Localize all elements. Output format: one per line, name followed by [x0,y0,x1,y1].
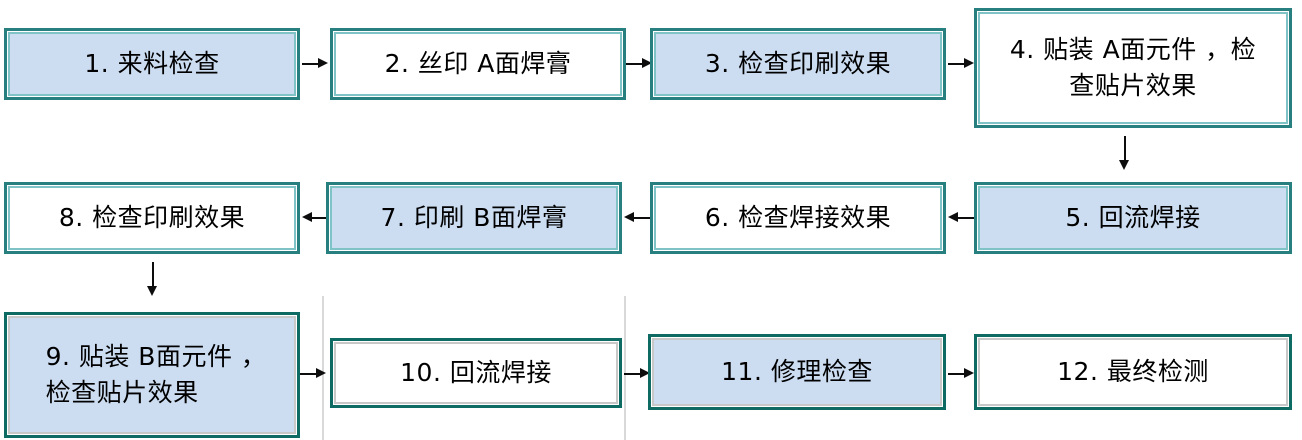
node-frame [4,182,300,254]
node-fill [332,188,616,248]
process-node-9-label: 9. 贴装 B面元件 ， 检查贴片效果 [45,341,267,407]
arrow-head [642,58,652,68]
arrow-head [624,212,634,222]
node-frame [330,28,626,100]
edge-arrow-5-to-6 [948,212,974,223]
arrow-head [964,58,974,68]
edge-arrow-1-to-2 [302,58,328,69]
node-frame [648,334,946,410]
node-frame [326,182,622,254]
arrow-head [948,212,958,222]
node-frame [650,28,946,100]
node-fill [656,188,940,248]
process-node-2-label: 2. 丝印 A面焊膏 [384,48,572,78]
arrow-shaft [302,63,322,65]
process-node-11[interactable]: 11. 修理检查 [648,334,946,410]
process-node-5[interactable]: 5. 回流焊接 [974,182,1292,254]
process-node-8-label: 8. 检查印刷效果 [58,202,246,232]
node-frame [4,312,300,438]
arrow-shaft [300,373,320,375]
process-node-2[interactable]: 2. 丝印 A面焊膏 [330,28,626,100]
process-node-1[interactable]: 1. 来料检查 [4,28,300,100]
arrow-shaft [626,63,646,65]
node-fill [654,340,940,404]
process-node-4-label: 4. 贴装 A面元件 ，检 查贴片效果 [1009,34,1257,100]
node-frame [4,28,300,100]
edge-arrow-6-to-7 [624,212,650,223]
node-fill [336,34,620,94]
process-node-8[interactable]: 8. 检查印刷效果 [4,182,300,254]
process-node-6-label: 6. 检查焊接效果 [704,202,892,232]
arrow-shaft [630,217,650,219]
node-fill [10,188,294,248]
arrow-head [318,58,328,68]
edge-arrow-10-to-11 [624,368,650,379]
arrow-shaft [948,63,968,65]
edge-arrow-8-to-9 [147,262,158,296]
edge-arrow-4-to-5 [1119,136,1130,170]
node-frame [650,182,946,254]
process-node-6[interactable]: 6. 检查焊接效果 [650,182,946,254]
process-node-1-label: 1. 来料检查 [84,48,220,78]
process-node-3[interactable]: 3. 检查印刷效果 [650,28,946,100]
process-node-12[interactable]: 12. 最终检测 [974,334,1292,410]
arrow-shaft [948,373,968,375]
edge-arrow-3-to-4 [948,58,974,69]
arrow-head [302,212,312,222]
process-node-9[interactable]: 9. 贴装 B面元件 ， 检查贴片效果 [4,312,300,438]
node-frame [330,338,622,408]
node-fill [336,344,616,402]
node-frame [974,8,1292,128]
arrow-head [1119,160,1129,170]
arrow-head [147,286,157,296]
node-fill [980,14,1286,122]
process-node-10[interactable]: 10. 回流焊接 [330,338,622,408]
node-fill [10,34,294,94]
process-node-7-label: 7. 印刷 B面焊膏 [380,202,568,232]
node-fill [656,34,940,94]
arrow-head [964,368,974,378]
edge-arrow-9-to-10 [300,368,326,379]
node-fill [980,340,1286,404]
process-node-7[interactable]: 7. 印刷 B面焊膏 [326,182,622,254]
arrow-shaft [624,373,644,375]
process-node-4[interactable]: 4. 贴装 A面元件 ，检 查贴片效果 [974,8,1292,128]
grid-line-right [624,296,626,440]
node-frame [974,334,1292,410]
edge-arrow-2-to-3 [626,58,652,69]
node-frame [974,182,1292,254]
arrow-shaft [954,217,974,219]
process-node-12-label: 12. 最终检测 [1057,356,1209,386]
node-fill [10,318,294,432]
arrow-shaft [308,217,328,219]
arrow-shaft [1124,136,1126,162]
process-node-5-label: 5. 回流焊接 [1065,202,1201,232]
arrow-head [316,368,326,378]
edge-arrow-7-to-8 [302,212,328,223]
node-fill [980,188,1286,248]
arrow-shaft [152,262,154,288]
arrow-head [640,368,650,378]
edge-arrow-11-to-12 [948,368,974,379]
process-node-3-label: 3. 检查印刷效果 [704,48,892,78]
process-node-10-label: 10. 回流焊接 [400,357,552,387]
process-node-11-label: 11. 修理检查 [721,356,873,386]
